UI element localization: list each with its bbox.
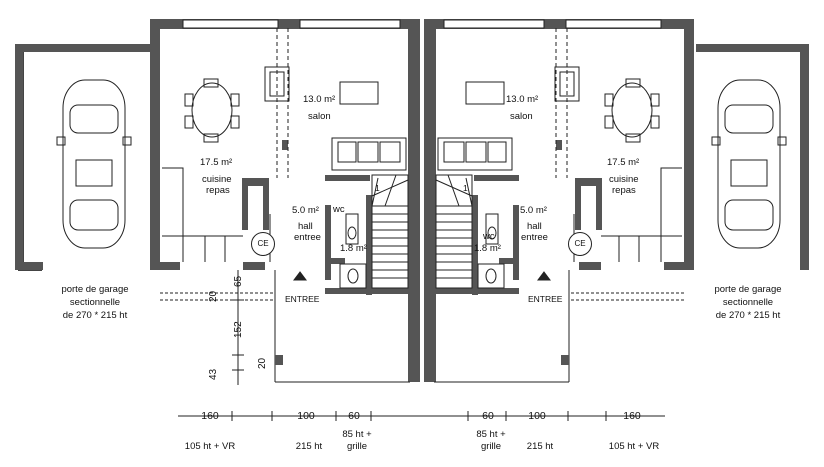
right-kitchen-label-1: cuisine: [609, 174, 639, 185]
window-width-1: 160: [201, 410, 219, 422]
left-kitchen-area: 17.5 m²: [200, 157, 233, 168]
right-car: [711, 79, 787, 249]
right-salon-label: salon: [510, 111, 533, 122]
right-wc-area: 1.8 m²: [474, 243, 501, 254]
window-height-1: 105 ht + VR: [184, 441, 236, 452]
right-garage-text-3: de 270 * 215 ht: [715, 310, 781, 321]
left-garage: [15, 44, 152, 271]
left-salon-area: 13.0 m²: [303, 94, 336, 105]
window-height-3a: 85 ht +: [342, 429, 372, 440]
window-height-4b: grille: [480, 441, 502, 452]
left-entry-label: ENTREE: [285, 294, 320, 304]
left-ce-unit: CE: [251, 232, 275, 256]
window-width-2: 100: [297, 410, 315, 422]
dim-vertical-65: 65: [233, 275, 244, 287]
window-height-3b: grille: [346, 441, 368, 452]
left-car: [56, 79, 132, 249]
right-salon-area: 13.0 m²: [506, 94, 539, 105]
right-unit-walls: [424, 19, 694, 383]
right-ce-unit: CE: [568, 232, 592, 256]
left-garage-text-1: porte de garage: [61, 284, 129, 295]
right-hall-area: 5.0 m²: [520, 205, 547, 216]
window-height-6: 105 ht + VR: [608, 441, 660, 452]
left-salon-label: salon: [308, 111, 331, 122]
left-wc-label: wc: [333, 204, 345, 215]
window-height-5: 215 ht: [526, 441, 554, 452]
vertical-dimension-line: [232, 270, 244, 385]
right-wc-label: wc: [483, 231, 495, 242]
left-kitchen-label-1: cuisine: [202, 174, 232, 185]
right-kitchen-label-2: repas: [612, 185, 636, 196]
right-hall-label-2: entree: [521, 232, 548, 243]
dim-vertical-43: 43: [208, 368, 219, 380]
window-height-4a: 85 ht +: [476, 429, 506, 440]
right-garage: [696, 44, 809, 270]
left-hall-label-1: hall: [298, 221, 313, 232]
left-stair-step: 1: [375, 183, 380, 193]
left-kitchen-label-2: repas: [206, 185, 230, 196]
right-kitchen-area: 17.5 m²: [607, 157, 640, 168]
window-width-3: 60: [348, 410, 360, 422]
dim-vertical-20-bottom: 20: [257, 357, 268, 369]
left-unit-walls: [150, 19, 420, 383]
window-dimension-line: [178, 411, 665, 421]
left-garage-text-2: sectionnelle: [69, 297, 121, 308]
window-width-5: 100: [528, 410, 546, 422]
right-hall-label-1: hall: [527, 221, 542, 232]
left-hall-area: 5.0 m²: [292, 205, 319, 216]
dim-vertical-152: 152: [233, 321, 244, 338]
window-height-2: 215 ht: [295, 441, 323, 452]
left-hall-label-2: entree: [294, 232, 321, 243]
dim-vertical-20-top: 20: [208, 290, 219, 302]
left-garage-text-3: de 270 * 215 ht: [62, 310, 128, 321]
right-garage-text-2: sectionnelle: [722, 297, 774, 308]
window-width-6: 160: [623, 410, 641, 422]
right-entry-label: ENTREE: [528, 294, 563, 304]
window-width-4: 60: [482, 410, 494, 422]
right-garage-text-1: porte de garage: [714, 284, 782, 295]
right-stair-step: 1: [463, 183, 468, 193]
left-wc-area: 1.8 m²: [340, 243, 367, 254]
